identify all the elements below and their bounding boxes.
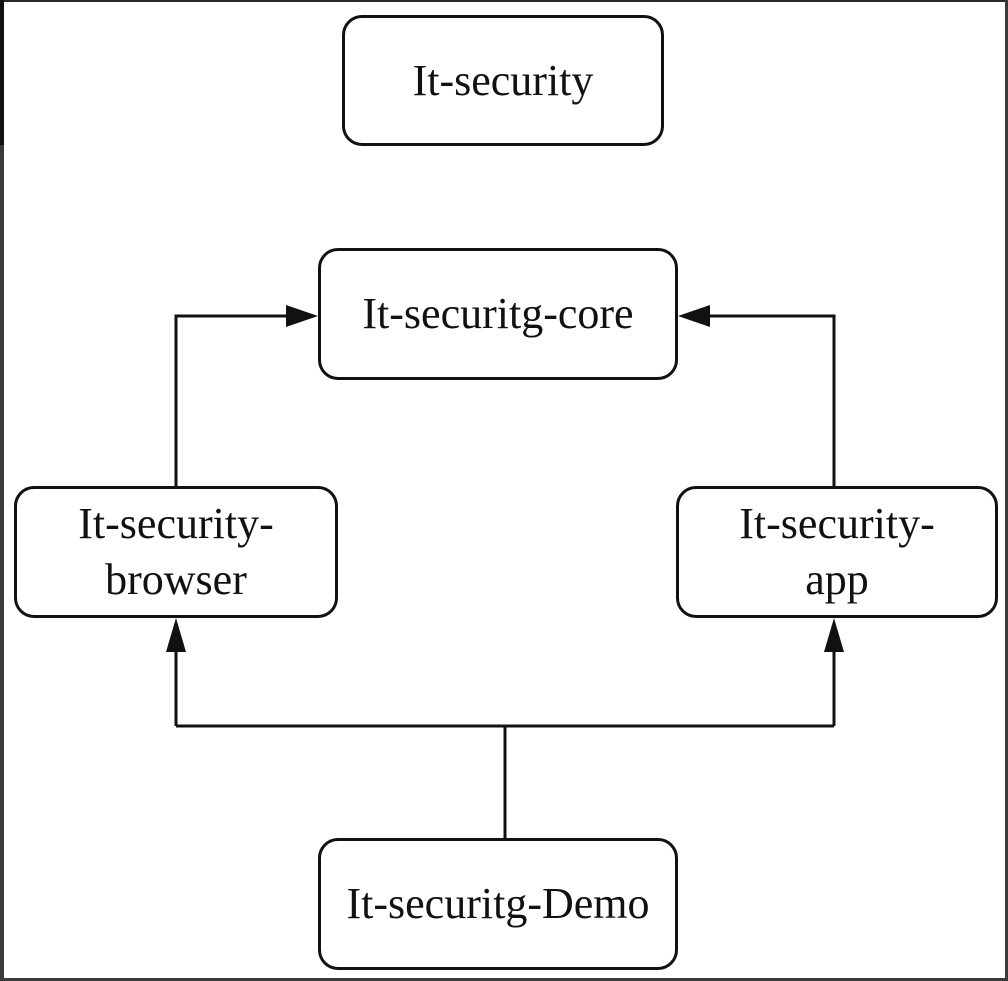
arrowhead-core-right xyxy=(678,305,710,327)
top-border xyxy=(0,0,1008,2)
node-label: It-securitg-Demo xyxy=(346,879,650,928)
left-border xyxy=(0,0,4,981)
node-label-line-2: app xyxy=(805,555,869,604)
node-it-security: It-security xyxy=(342,15,664,146)
node-label: It-security xyxy=(412,55,594,105)
node-label: It-securitg-core xyxy=(362,289,634,338)
arrowhead-browser xyxy=(166,618,186,652)
arrowhead-app xyxy=(824,618,844,652)
node-it-securitg-core: It-securitg-core xyxy=(318,248,678,380)
left-border-dark xyxy=(0,0,4,145)
right-border xyxy=(1005,0,1008,981)
edge-app-to-core xyxy=(690,314,836,486)
node-it-security-browser: It-security- browser xyxy=(14,486,338,618)
arrowhead-core-left xyxy=(286,305,318,327)
node-it-securitg-demo: It-securitg-Demo xyxy=(318,838,678,970)
bottom-border xyxy=(0,978,1008,981)
node-label-line-1: It-security- xyxy=(78,499,274,548)
node-label-line-2: browser xyxy=(105,555,247,604)
node-it-security-app: It-security- app xyxy=(676,486,998,618)
node-label-line-1: It-security- xyxy=(739,499,935,548)
edge-browser-to-core xyxy=(174,314,308,486)
